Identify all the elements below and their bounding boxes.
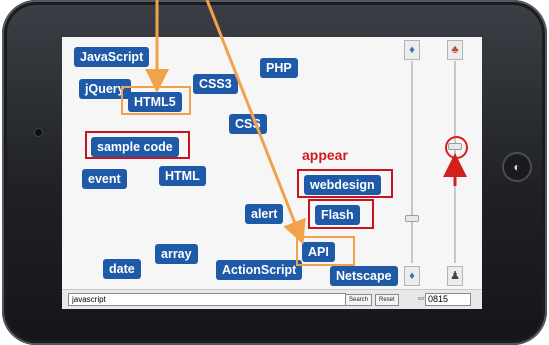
arrow-to-api <box>205 0 306 245</box>
tag-sample-code[interactable]: sample code <box>91 137 179 157</box>
search-input[interactable] <box>68 293 346 306</box>
front-camera-dot <box>34 128 43 137</box>
highlight-box-sample-code <box>85 131 190 159</box>
tag-date[interactable]: date <box>103 259 141 279</box>
scroll-value-field[interactable]: 0815 <box>425 293 471 306</box>
tag-jquery[interactable]: jQuery <box>79 79 131 99</box>
highlight-box-api <box>296 236 355 266</box>
tag-cloud-screen: JavaScript PHP jQuery CSS3 HTML5 CSS sam… <box>62 37 482 308</box>
tag-html[interactable]: HTML <box>159 166 206 186</box>
tag-html5[interactable]: HTML5 <box>128 92 182 112</box>
scroll-label: scroll <box>418 296 430 302</box>
search-bar: Search Reset scroll 0815 <box>62 289 482 309</box>
person-icon[interactable]: ♟ <box>447 266 463 286</box>
people-icon[interactable]: ♣ <box>447 40 463 60</box>
highlight-box-webdesign <box>297 169 393 198</box>
camera-button-icon[interactable]: ◐ <box>502 152 532 182</box>
search-button[interactable]: Search <box>345 294 373 306</box>
slider-thumb-left[interactable] <box>405 215 419 222</box>
tag-webdesign[interactable]: webdesign <box>304 175 381 195</box>
tag-event[interactable]: event <box>82 169 127 189</box>
tag-netscape[interactable]: Netscape <box>330 266 398 286</box>
tag-css3[interactable]: CSS3 <box>193 74 238 94</box>
reset-button[interactable]: Reset <box>375 294 399 306</box>
tag-javascript[interactable]: JavaScript <box>74 47 150 67</box>
tag-actionscript[interactable]: ActionScript <box>216 260 303 280</box>
tag-array[interactable]: array <box>155 244 198 264</box>
pin-icon[interactable]: ♦ <box>404 266 420 286</box>
pin-icon[interactable]: ♦ <box>404 40 420 60</box>
tag-api[interactable]: API <box>302 242 335 262</box>
tag-alert[interactable]: alert <box>245 204 284 224</box>
slider-track-left[interactable] <box>411 61 413 263</box>
highlight-box-flash <box>308 199 374 229</box>
appear-annotation: appear <box>302 147 348 163</box>
tag-php[interactable]: PHP <box>260 58 298 78</box>
tag-flash[interactable]: Flash <box>315 205 360 225</box>
